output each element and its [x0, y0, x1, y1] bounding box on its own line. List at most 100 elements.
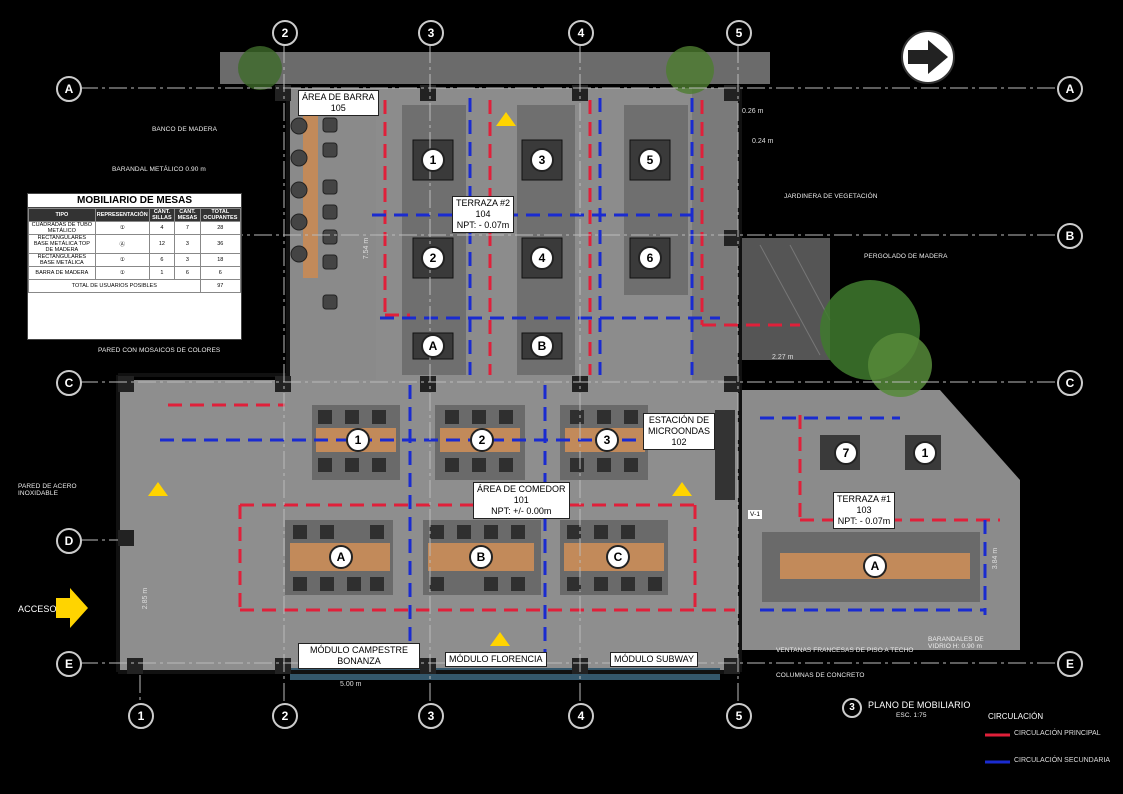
terrace1-label: TERRAZA #1 103 NPT: - 0.07m: [833, 492, 896, 529]
terrace1-code: 103: [856, 505, 872, 515]
axis-c-right: C: [1057, 370, 1083, 396]
legend-cell: 4: [148, 221, 176, 235]
microwave-label: ESTACIÓN DE MICROONDAS 102: [643, 413, 715, 450]
module-subway-label: MÓDULO SUBWAY: [610, 652, 699, 667]
table-2: 2: [421, 246, 445, 270]
legend-cell: ①: [94, 266, 150, 280]
terrace2-name: TERRAZA #2: [456, 198, 511, 208]
dining-table-b: B: [469, 545, 493, 569]
table-5: 5: [638, 148, 662, 172]
legend-cell: RECTANGULARES BASE METÁLICA: [28, 253, 96, 267]
legend-total-label: TOTAL DE USUARIOS POSIBLES: [28, 279, 201, 293]
axis-e-left: E: [56, 651, 82, 677]
terrace2-npt: NPT: - 0.07m: [456, 220, 510, 230]
legend-cell: BARRA DE MADERA: [28, 266, 96, 280]
note-bench: BANCO DE MADERA: [152, 126, 218, 133]
bar-area-name: ÁREA DE BARRA: [302, 92, 375, 102]
terrace1-table-a: A: [863, 554, 887, 578]
microwave-code: 102: [671, 437, 687, 447]
terrace1-name: TERRAZA #1: [837, 494, 892, 504]
legend-th: CANT. SILLAS: [148, 208, 176, 222]
legend-cell: 28: [199, 221, 242, 235]
dining-table-c: C: [606, 545, 630, 569]
note-steel-wall: PARED DE ACERO INOXIDABLE: [18, 483, 77, 497]
legend-th: TOTAL OCUPANTES: [199, 208, 242, 222]
dim-top-right-1: 0.26 m: [742, 108, 764, 115]
plan-number-bubble: 3: [842, 698, 862, 718]
table-6: 6: [638, 246, 662, 270]
legend-header-row: TIPO REPRESENTACIÓN CANT. SILLAS CANT. M…: [28, 208, 242, 222]
terrace2-tables: [412, 139, 671, 360]
axis-a-right: A: [1057, 76, 1083, 102]
dining-name: ÁREA DE COMEDOR: [477, 484, 566, 494]
legend-cell: ①: [94, 253, 150, 267]
legend-cell: 6: [148, 253, 176, 267]
legend-cell: 36: [199, 234, 242, 254]
table-b-terrace2: B: [530, 334, 554, 358]
table-3: 3: [530, 148, 554, 172]
dining-label: ÁREA DE COMEDOR 101 NPT: +/- 0.00m: [473, 482, 570, 519]
dining-code: 101: [513, 495, 529, 505]
dining-chairs: [293, 410, 662, 591]
dining-table-a: A: [329, 545, 353, 569]
legend-cell: ①: [94, 221, 150, 235]
legend-total-row: TOTAL DE USUARIOS POSIBLES 97: [28, 279, 242, 293]
legend-table: TIPO REPRESENTACIÓN CANT. SILLAS CANT. M…: [28, 208, 242, 293]
microwave-counter: [715, 410, 735, 500]
note-barandal: BARANDAL METÁLICO 0.90 m: [112, 166, 206, 173]
terrace1-npt: NPT: - 0.07m: [837, 516, 891, 526]
v1-marker: V-1: [748, 510, 763, 519]
furniture-legend: MOBILIARIO DE MESAS TIPO REPRESENTACIÓN …: [27, 193, 242, 340]
table-row: RECTANGULARES BASE METÁLICA ① 6 3 18: [28, 253, 242, 267]
legend-cell: 3: [174, 253, 201, 267]
circulation-title: CIRCULACIÓN: [988, 712, 1044, 721]
axis-4-top: 4: [568, 20, 594, 46]
dim-dining-left: 2.85 m: [142, 587, 150, 610]
table-a-terrace2: A: [421, 334, 445, 358]
legend-cell: 18: [199, 253, 242, 267]
axis-3-top: 3: [418, 20, 444, 46]
note-mosaic: PARED CON MOSAICOS DE COLORES: [98, 347, 221, 354]
legend-cell: Ⓐ: [94, 234, 150, 254]
dim-terrace1: 3.84 m: [992, 547, 1000, 570]
axis-3-bottom: 3: [418, 703, 444, 729]
table-row: RECTANGULARES BASE METÁLICA TOP DE MADER…: [28, 234, 242, 254]
circulation-red-label: CIRCULACIÓN PRINCIPAL: [1014, 730, 1101, 737]
bar-area-code: 105: [330, 103, 346, 113]
legend-th: CANT. MESAS: [174, 208, 201, 222]
legend-cell: 7: [174, 221, 201, 235]
microwave-name: ESTACIÓN DE MICROONDAS: [647, 415, 710, 436]
legend-cell: CUADRADAS DE TUBO METÁLICO: [28, 221, 96, 235]
terrace1-table-7: 7: [834, 441, 858, 465]
legend-cell: RECTANGULARES BASE METÁLICA TOP DE MADER…: [28, 234, 96, 254]
note-columns: COLUMNAS DE CONCRETO: [776, 672, 865, 679]
circulation-legend: CIRCULACIÓN CIRCULACIÓN PRINCIPAL CIRCUL…: [978, 712, 1118, 782]
legend-th: REPRESENTACIÓN: [94, 208, 150, 222]
dining-table-2: 2: [470, 428, 494, 452]
pergola: [740, 238, 830, 360]
dim-top-right-2: 0.24 m: [752, 138, 774, 145]
axis-2-top: 2: [272, 20, 298, 46]
plan-scale: ESC. 1:75: [896, 712, 927, 719]
table-row: BARRA DE MADERA ① 1 6 6: [28, 266, 242, 280]
table-4: 4: [530, 246, 554, 270]
axis-a-left: A: [56, 76, 82, 102]
note-planter: JARDINERA DE VEGETACIÓN: [784, 193, 878, 200]
terrace2-code: 104: [475, 209, 491, 219]
table-row: CUADRADAS DE TUBO METÁLICO ① 4 7 28: [28, 221, 242, 235]
bar-stools: [290, 117, 338, 310]
axis-c-left: C: [56, 370, 82, 396]
north-arrow-icon: [901, 30, 955, 84]
dim-vertical-terrace: 7.54 m: [363, 237, 371, 260]
note-pergola: PERGOLADO DE MADERA: [864, 253, 948, 260]
access-label: ACCESO: [18, 604, 57, 614]
note-glass-railing: BARANDALES DE VIDRIO H: 0.90 m: [928, 636, 984, 650]
dining-table-3: 3: [595, 428, 619, 452]
axis-5-bottom: 5: [726, 703, 752, 729]
legend-cell: 1: [148, 266, 176, 280]
legend-cell: 6: [199, 266, 242, 280]
terrace1-table-1: 1: [913, 441, 937, 465]
dining-table-1: 1: [346, 428, 370, 452]
dim-bottom: 5.00 m: [340, 681, 362, 688]
